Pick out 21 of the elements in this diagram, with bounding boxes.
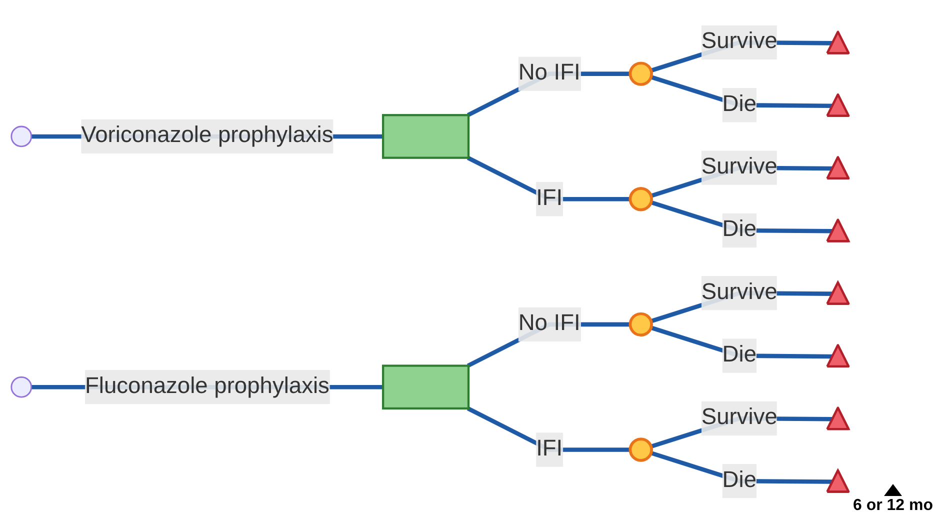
node-circle — [628, 312, 653, 336]
node-circle — [628, 186, 653, 211]
time-horizon-label: 6 or 12 mo — [852, 497, 934, 515]
edge-label: Die — [722, 92, 757, 116]
node-box — [382, 364, 470, 410]
edge-label: Voriconazole prophylaxis — [81, 123, 334, 148]
node-circle — [628, 437, 653, 462]
edge-label: Survive — [701, 280, 778, 304]
edge-label: Die — [722, 217, 757, 242]
edge-label: Survive — [701, 29, 778, 54]
edge-label: Fluconazole prophylaxis — [84, 374, 330, 398]
edge-label: Survive — [701, 405, 778, 430]
edge-label: No IFI — [518, 311, 580, 336]
edge-label: No IFI — [518, 60, 580, 85]
node-box — [382, 114, 470, 159]
edge-label: Die — [722, 468, 757, 492]
edge-label: Die — [722, 342, 757, 367]
edge-label: IFI — [536, 186, 563, 210]
edge-label: IFI — [536, 436, 563, 461]
node-circle — [628, 61, 653, 86]
edge-label: Survive — [701, 154, 778, 179]
